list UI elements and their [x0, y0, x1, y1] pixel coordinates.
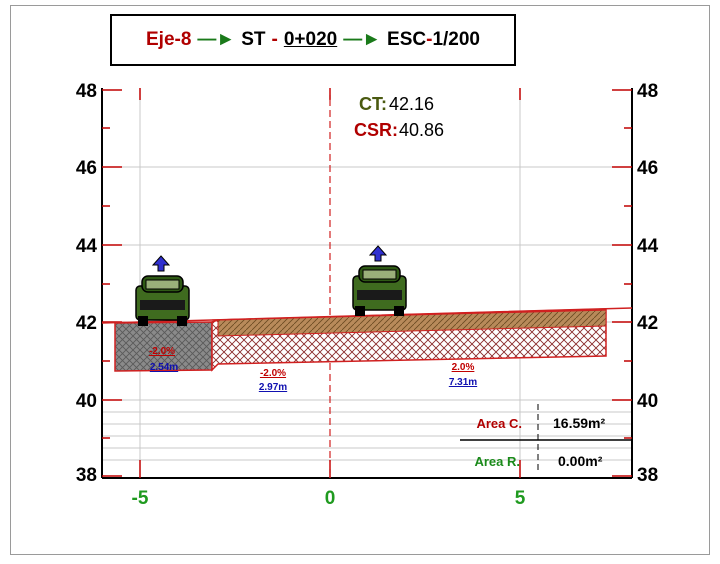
arrow-icon: —► [343, 29, 382, 50]
slope-width: 7.31m [449, 377, 477, 388]
slope-width: 2.54m [150, 362, 178, 373]
station-label: ST [241, 29, 266, 50]
drawing-frame [10, 5, 710, 555]
y-ticks-right [612, 89, 632, 477]
road-surface [211, 309, 607, 321]
cut-area-value: 16.59m² [553, 415, 605, 431]
y-tick-label: 40 [637, 391, 658, 412]
x-tick-label: 0 [325, 488, 336, 509]
x-tick-label: -5 [132, 488, 149, 509]
y-tick-label: 42 [637, 313, 658, 334]
ct-label: CT: [359, 94, 387, 114]
slope-grade: -2.0% [260, 368, 286, 379]
y-tick-label: 38 [637, 465, 658, 486]
scale-label: ESC [387, 29, 427, 50]
x-labels: -5 0 5 [132, 488, 526, 509]
scale-value: 1/200 [432, 29, 480, 50]
slope-width: 2.97m [259, 382, 287, 393]
fill-area-label: Area R. [474, 454, 520, 469]
elevation-labels: CT: 42.16 CSR: 40.86 [354, 94, 444, 140]
y-tick-label: 44 [76, 236, 98, 257]
cut-area-label: Area C. [476, 416, 522, 431]
up-arrow-icon [368, 245, 388, 262]
station-value: 0+020 [283, 29, 338, 50]
y-labels-right: 48 46 44 42 40 38 [637, 81, 659, 486]
axes-frame [101, 88, 633, 479]
station-dash: - [271, 29, 278, 50]
section-title-box: Eje-8 —► ST - 0+020 —► ESC - 1/200 [110, 14, 516, 66]
area-table: Area C. 16.59m² Area R. 0.00m² [460, 404, 632, 470]
axis-name: Eje-8 [146, 29, 192, 50]
y-tick-label: 46 [637, 158, 658, 179]
vehicle-icon [352, 265, 407, 316]
scale-dash: - [426, 29, 433, 50]
y-tick-label: 42 [76, 313, 97, 334]
y-tick-label: 44 [637, 236, 659, 257]
y-tick-label: 38 [76, 465, 97, 486]
arrow-icon: —► [197, 29, 236, 50]
y-tick-label: 48 [76, 81, 97, 102]
vehicle-icon [135, 275, 190, 326]
up-arrow-icon [151, 255, 171, 272]
y-tick-label: 46 [76, 158, 97, 179]
x-tick-label: 5 [515, 488, 526, 509]
slope-grade: -2.0% [149, 346, 175, 357]
csr-label: CSR: [354, 120, 398, 140]
slope-annotations: -2.0% 2.54m -2.0% 2.97m 2.0% 7.31m [149, 346, 477, 393]
y-tick-label: 40 [76, 391, 97, 412]
y-labels-left: 48 46 44 42 40 38 [76, 81, 98, 486]
fill-area-value: 0.00m² [558, 453, 603, 469]
y-ticks-left [102, 89, 122, 477]
y-tick-label: 48 [637, 81, 658, 102]
slope-grade: 2.0% [452, 362, 475, 373]
csr-value: 40.86 [399, 120, 444, 140]
ct-value: 42.16 [389, 94, 434, 114]
pavement-layer [217, 308, 607, 337]
